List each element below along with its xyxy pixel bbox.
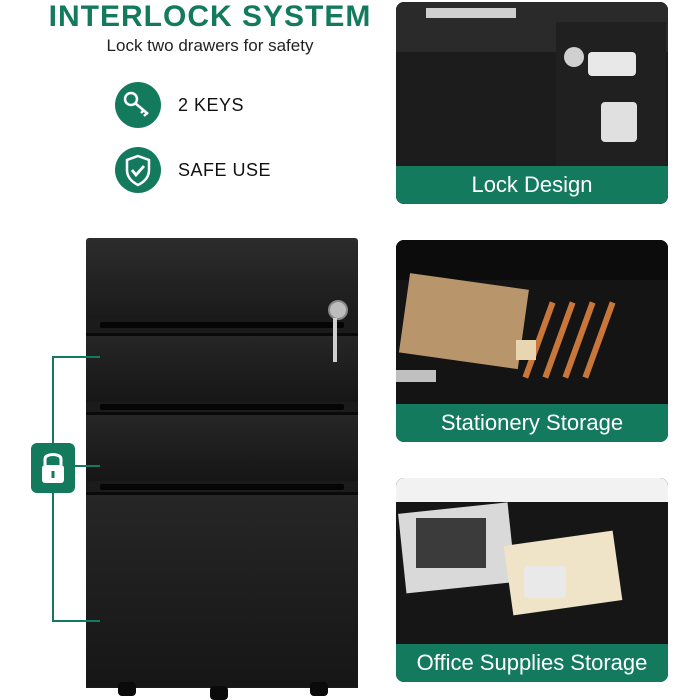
keys-icon [115, 82, 161, 128]
panel-office-supplies-storage: Office Supplies Storage [396, 478, 668, 682]
cabinet-lock [328, 300, 348, 320]
bracket-bottom [52, 620, 100, 622]
wheel-left [118, 682, 136, 696]
bracket-top [52, 356, 100, 358]
feature-safe-label: SAFE USE [178, 160, 272, 180]
caption-stationery-storage: Stationery Storage [396, 404, 668, 442]
panel-stationery-storage: Stationery Storage [396, 240, 668, 442]
bracket-middle [52, 465, 100, 467]
drawer-2 [86, 412, 358, 481]
caption-office-supplies-storage: Office Supplies Storage [396, 644, 668, 682]
wheel-right [310, 682, 328, 696]
drawer-2-handle [100, 404, 344, 410]
padlock-icon [31, 443, 75, 493]
cabinet-top [86, 238, 358, 320]
drawer-1 [86, 333, 358, 402]
key [333, 318, 337, 362]
shield-check-icon [115, 147, 161, 193]
subheadline: Lock two drawers for safety [106, 36, 314, 55]
wheel-middle [210, 686, 228, 700]
caption-lock-design: Lock Design [396, 166, 668, 204]
drawer-3 [86, 492, 358, 687]
panel-lock-design: Lock Design [396, 2, 668, 204]
headline: INTERLOCK SYSTEM [48, 0, 372, 33]
feature-keys-label: 2 KEYS [178, 95, 245, 115]
top-drawer-handle [100, 322, 344, 328]
drawer-3-handle [100, 484, 344, 490]
